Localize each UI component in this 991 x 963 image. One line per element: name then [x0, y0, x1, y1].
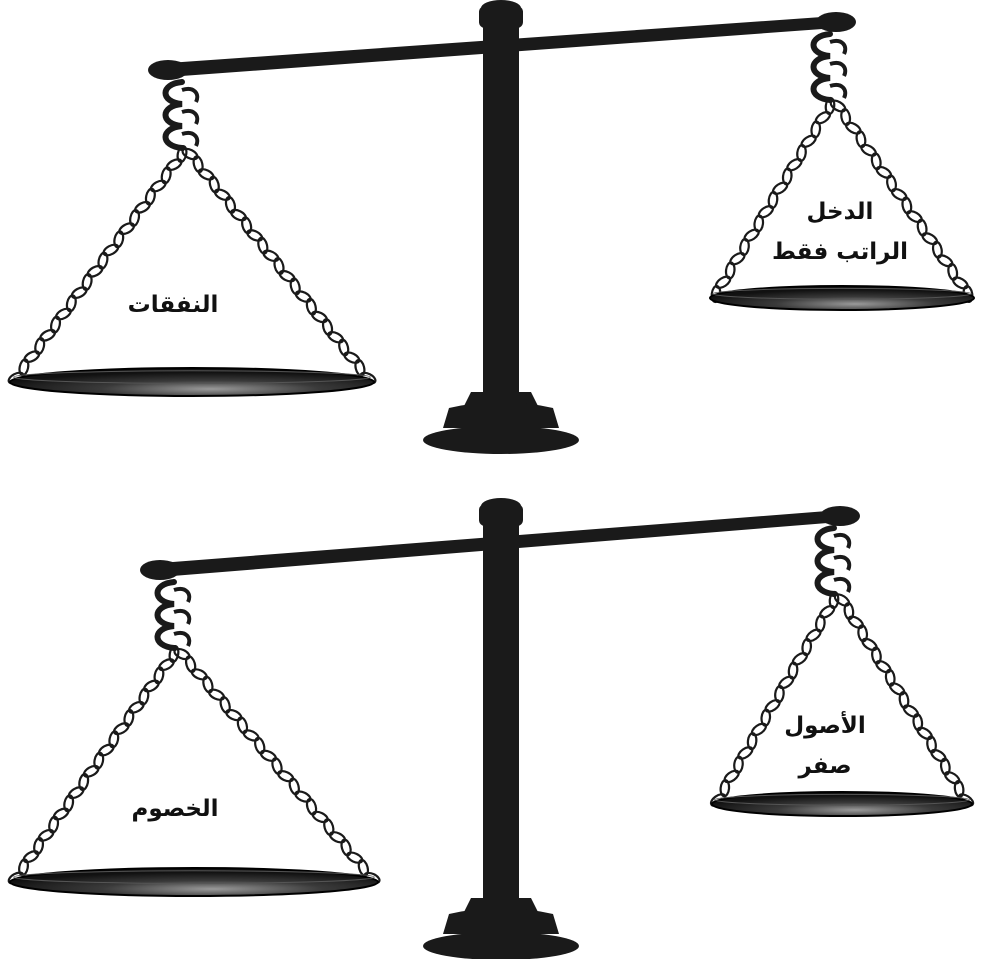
post-cap	[479, 6, 523, 28]
base-bell	[443, 402, 559, 428]
right-pan-label-bottom: الأصول صفر	[770, 706, 880, 786]
left-pan-text-bottom: الخصوم	[131, 796, 218, 822]
beam-end-right	[820, 506, 860, 526]
hook-left	[158, 582, 190, 648]
pan-left	[10, 368, 374, 396]
base-foot	[423, 932, 579, 959]
post	[483, 522, 519, 900]
post	[483, 24, 519, 394]
pan-left	[10, 868, 378, 896]
left-pan-label-bottom: الخصوم	[120, 796, 230, 822]
base-bell	[443, 908, 559, 934]
chain-left-outer	[7, 145, 188, 385]
beam-end-left	[148, 60, 188, 80]
right-pan-text-top-line1: الدخل	[770, 192, 910, 232]
pan-right	[712, 792, 972, 816]
beam-end-right	[816, 12, 856, 32]
left-pan-label-top: النفقات	[118, 292, 228, 318]
right-pan-text-bottom-line2: صفر	[770, 746, 880, 786]
beam-end-left	[140, 560, 180, 580]
base-foot	[423, 426, 579, 454]
right-pan-label-top: الدخل الراتب فقط	[770, 192, 910, 272]
hook-right	[814, 34, 846, 100]
left-pan-text-top: النفقات	[128, 292, 219, 318]
right-pan-text-top-line2: الراتب فقط	[770, 232, 910, 272]
hook-right	[818, 528, 850, 594]
hook-left	[166, 82, 198, 148]
chain-left-inner	[181, 147, 377, 386]
post-cap	[479, 504, 523, 526]
chain-left-outer	[7, 645, 180, 885]
right-pan-text-bottom-line1: الأصول	[770, 706, 880, 746]
chain-left-inner	[173, 647, 381, 885]
pan-right	[710, 286, 974, 310]
